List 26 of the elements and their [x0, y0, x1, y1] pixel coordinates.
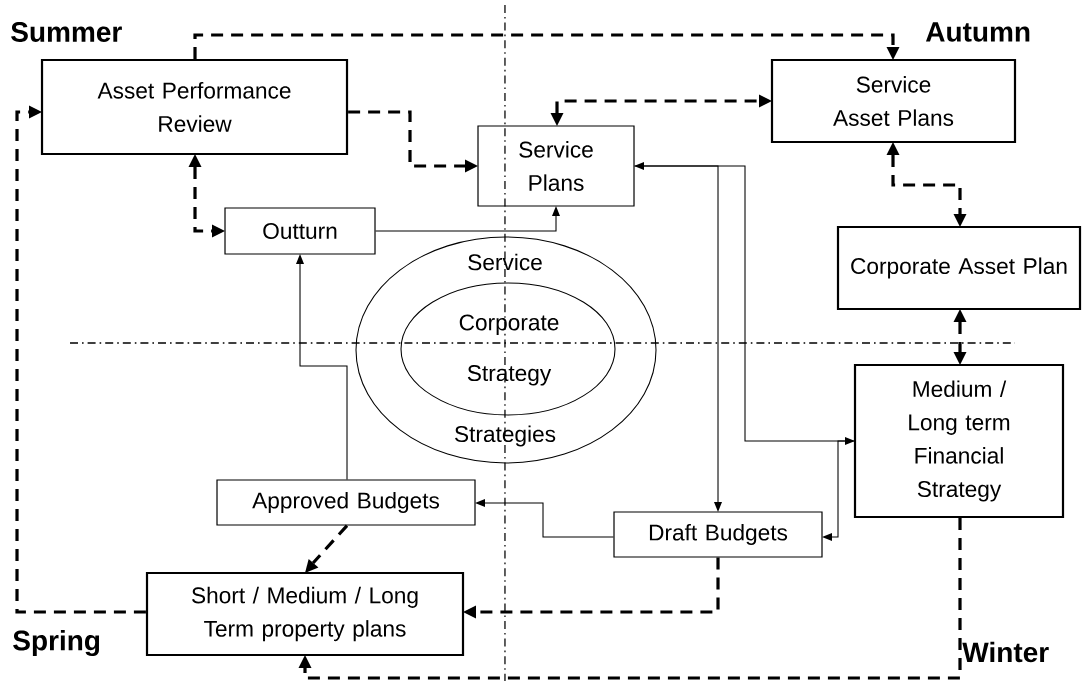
- season-label: Spring: [13, 629, 100, 657]
- season-label: Winter: [962, 641, 1049, 663]
- process-box: Service Asset Plans: [770, 58, 1017, 144]
- process-box: Corporate Asset Plan: [836, 225, 1082, 311]
- arrow: [463, 557, 720, 619]
- process-box: Outturn: [224, 207, 376, 255]
- process-box: Approved Budgets: [216, 479, 476, 526]
- season-label: Summer: [11, 22, 122, 42]
- arrow: [15, 105, 146, 614]
- arrow: [188, 154, 225, 238]
- process-box: Service Plans: [477, 125, 635, 207]
- process-box: Draft Budgets: [613, 511, 823, 558]
- arrow: [886, 142, 967, 227]
- arrow: [375, 206, 560, 232]
- arrow: [193, 33, 900, 60]
- arrow: [296, 254, 348, 480]
- process-box: Asset Performance Review: [40, 58, 349, 156]
- arrow: [550, 94, 772, 126]
- arrow: [475, 499, 614, 538]
- arrow: [348, 110, 478, 173]
- arrow: [953, 309, 967, 365]
- arrow: [305, 524, 349, 573]
- process-box: Medium / Long term Financial Strategy: [853, 363, 1065, 519]
- process-box: Short / Medium / Long Term property plans: [145, 571, 465, 657]
- arrow: [298, 518, 962, 680]
- arrow: [822, 440, 855, 541]
